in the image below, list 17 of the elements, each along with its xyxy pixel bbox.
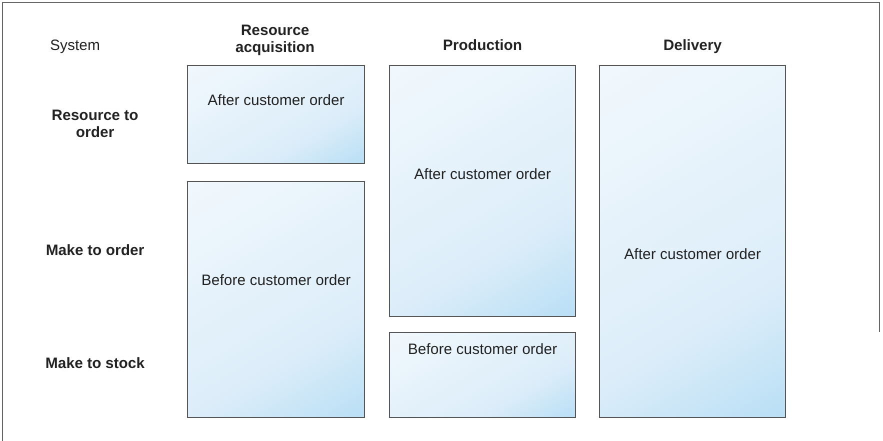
stage-box [187,181,365,418]
box-text: Before customer order [406,341,558,358]
box-text: Before customer order [200,272,352,289]
row-heading: Resource to order [50,107,140,141]
box-text: After customer order [623,246,762,263]
box-text: After customer order [206,92,346,109]
row-heading: Make to stock [44,355,146,372]
stage-box [389,332,576,418]
stage-box [599,65,786,418]
column-heading: Delivery [662,37,723,54]
stage-box [187,65,365,164]
column-heading: Production [442,37,524,54]
stage-box [389,65,576,317]
row-heading: Make to order [44,242,146,259]
column-heading: System [48,37,101,54]
box-text: After customer order [413,166,552,183]
column-heading: Resource acquisition [234,22,316,56]
